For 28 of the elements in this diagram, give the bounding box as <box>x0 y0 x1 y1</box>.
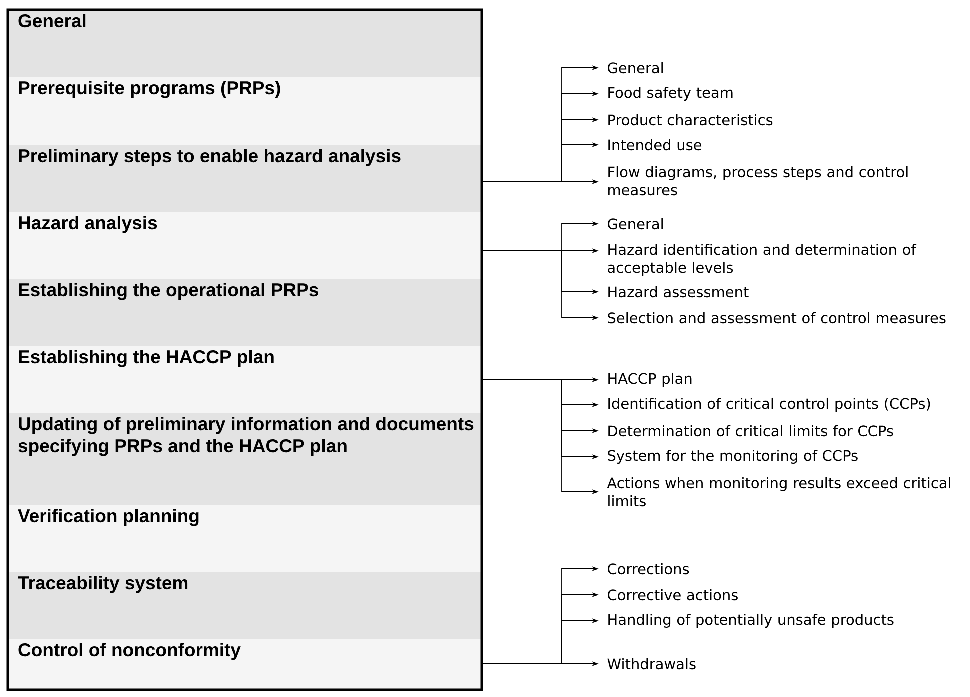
list-item-text: Corrective actions <box>608 589 738 601</box>
section-band: General <box>8 10 482 77</box>
section-band: Verification planning <box>8 505 482 572</box>
list-item-text: Food safety team <box>608 86 733 102</box>
list-item-text: General <box>608 62 663 74</box>
section-band: Hazard analysis <box>8 212 482 279</box>
list-item-text: Actions when monitoring results exceed critical limits <box>607 477 950 507</box>
section-band: Prerequisite programs (PRPs) <box>8 77 482 145</box>
list-item-text: System for the monitoring of CCPs <box>608 450 858 464</box>
list-item-text: Selection and assessment of control measures <box>608 312 946 324</box>
section-band: Control of nonconformity <box>8 639 482 690</box>
list-item-text: Flow diagrams, process steps and control measures <box>608 166 908 196</box>
list-item-text: Intended use <box>608 139 702 151</box>
list-item-text: Handling of potentially unsafe products <box>608 614 894 628</box>
section-band: Establishing the operational PRPs <box>8 279 482 346</box>
section-band: Preliminary steps to enable hazard analysis <box>8 145 482 212</box>
list-item-text: General <box>608 218 663 230</box>
list-item-text: Determination of critical limits for CCPs <box>608 425 894 437</box>
list-item-text: HACCP plan <box>608 372 692 388</box>
list-item-text: Product characteristics <box>608 114 773 126</box>
list-item-text: Hazard identification and determination of acceptable levels <box>608 244 917 276</box>
list-item-text: Withdrawals <box>608 658 696 670</box>
list-item-text: Corrections <box>608 563 690 575</box>
section-band: Updating of preliminary information and documents specifying PRPs and the HACCP plan <box>8 413 482 505</box>
section-band: Traceability system <box>8 572 482 639</box>
list-item-text: Identification of critical control points (CCPs) <box>608 398 930 412</box>
list-item-text: Hazard assessment <box>608 286 749 298</box>
section-band: Establishing the HACCP plan <box>8 346 482 413</box>
